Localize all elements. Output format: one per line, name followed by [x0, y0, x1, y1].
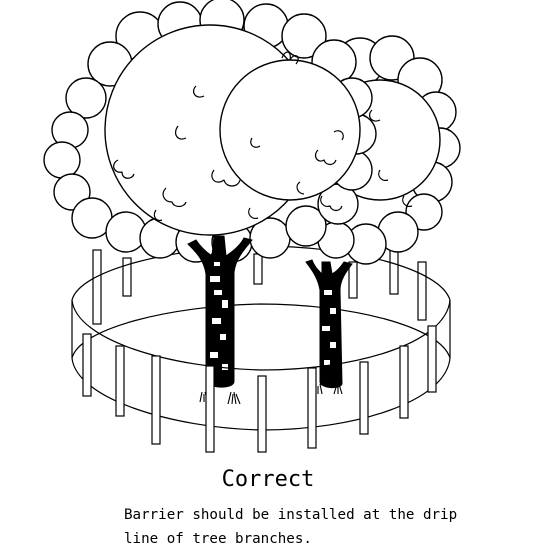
barrier-post	[83, 334, 91, 396]
barrier-post	[428, 326, 436, 392]
barrier-post	[390, 250, 398, 294]
barrier-top-rail-front	[72, 300, 450, 370]
figure-note-line-1: Barrier should be installed at the drip	[124, 507, 457, 523]
barrier-post	[349, 262, 357, 298]
figure-note-line-2: line of tree branches.	[124, 531, 312, 547]
barrier-back	[72, 246, 450, 358]
barrier-post	[308, 368, 316, 448]
barrier-post	[258, 376, 266, 452]
barrier-post	[206, 366, 214, 452]
canopy-left	[44, 0, 376, 262]
barrier-post	[360, 362, 368, 434]
barrier-post	[400, 346, 408, 418]
figure-title: Correct	[222, 467, 315, 492]
barrier-post	[93, 250, 101, 324]
barrier-post	[418, 262, 426, 320]
barrier-post	[152, 356, 160, 444]
barrier-front-posts	[83, 326, 436, 452]
barrier-post	[116, 346, 124, 416]
barrier-post	[254, 254, 262, 284]
tree-canopy	[44, 0, 460, 264]
